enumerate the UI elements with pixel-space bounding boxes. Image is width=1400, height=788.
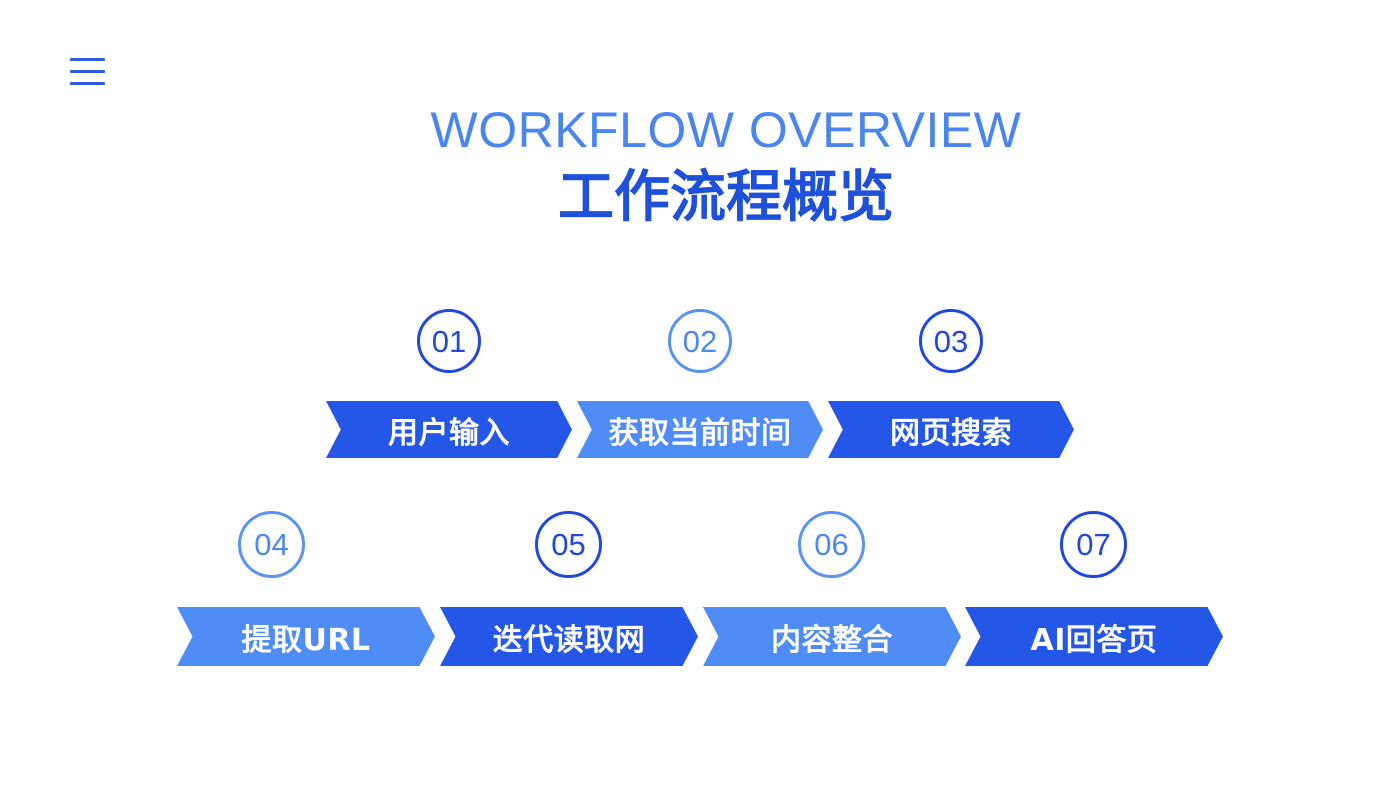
step-number-07: 07 — [1060, 511, 1127, 578]
step-number-03: 03 — [919, 309, 983, 373]
menu-line — [70, 58, 105, 61]
menu-line — [70, 82, 105, 85]
step-label: 用户输入 — [388, 415, 510, 451]
step-number-06: 06 — [798, 511, 865, 578]
step-chevron-03[interactable]: 网页搜索 — [828, 401, 1074, 458]
step-chevron-04[interactable]: 提取URL — [177, 607, 435, 666]
step-chevron-01[interactable]: 用户输入 — [326, 401, 572, 458]
step-label: AI回答页 — [1030, 622, 1158, 658]
page-title-chinese: 工作流程概览 — [558, 165, 894, 230]
menu-line — [70, 70, 105, 73]
step-number-05: 05 — [535, 511, 602, 578]
step-number-02: 02 — [668, 309, 732, 373]
step-number-04: 04 — [238, 511, 305, 578]
step-label: 获取当前时间 — [608, 415, 792, 451]
step-number-01: 01 — [417, 309, 481, 373]
step-chevron-02[interactable]: 获取当前时间 — [577, 401, 823, 458]
hamburger-menu-icon[interactable] — [70, 58, 105, 86]
page-title-english: WORKFLOW OVERVIEW — [430, 102, 1022, 158]
step-chevron-05[interactable]: 迭代读取网 — [440, 607, 698, 666]
step-label: 提取URL — [241, 622, 371, 658]
step-chevron-07[interactable]: AI回答页 — [965, 607, 1223, 666]
step-label: 内容整合 — [771, 622, 893, 658]
step-chevron-06[interactable]: 内容整合 — [703, 607, 961, 666]
step-label: 网页搜索 — [890, 415, 1012, 451]
step-label: 迭代读取网 — [492, 622, 646, 658]
